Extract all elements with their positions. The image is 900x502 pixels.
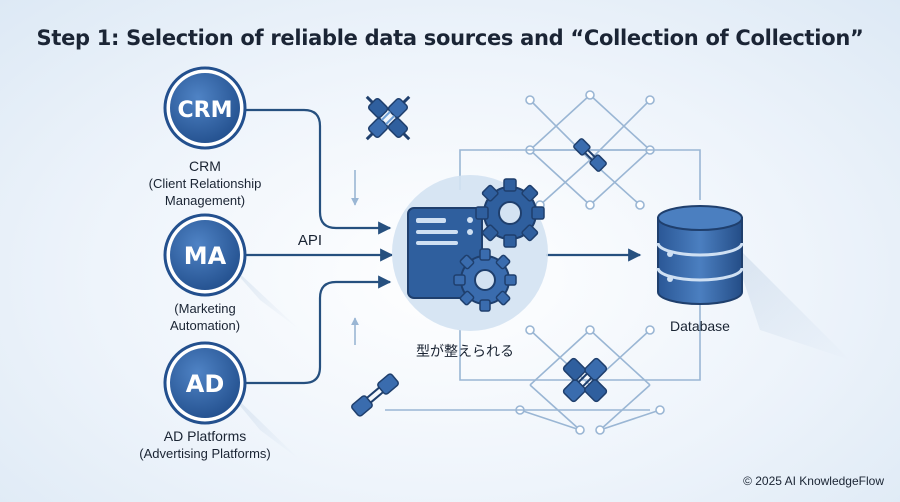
source-badge-crm: CRM (163, 66, 247, 150)
plug-icon-bottom-right (562, 357, 608, 403)
plug-icon-top-left-2 (365, 95, 411, 141)
source-label-crm-title: CRM (189, 158, 221, 174)
api-label: API (297, 232, 323, 249)
source-label-ma-sub2: Automation) (169, 318, 241, 333)
plug-icon-top-left (365, 95, 411, 141)
source-label-ad-sub1: (Advertising Platforms) (139, 446, 271, 461)
source-connectors (244, 108, 642, 385)
badge-text-ad: AD (186, 370, 225, 398)
source-label-ad-title: AD Platforms (163, 428, 247, 444)
badge-text-ma: MA (184, 242, 227, 270)
page-title: Step 1: Selection of reliable data sourc… (36, 26, 864, 50)
source-label-ma-sub1: (Marketing (174, 301, 236, 316)
gear-icon-bottom (453, 248, 517, 312)
badge-text-crm: CRM (178, 98, 233, 123)
source-label-ma: (Marketing Automation) (120, 300, 290, 334)
source-label-crm: CRM (Client Relationship Management) (120, 158, 290, 209)
plug-icon-bottom-left (351, 373, 399, 417)
source-label-crm-sub1: (Client Relationship (148, 176, 262, 191)
processor-label: 型が整えられる (416, 344, 514, 360)
plug-icon-top-right (573, 138, 607, 172)
source-label-crm-sub2: Management) (164, 193, 246, 208)
copyright-text: © 2025 AI KnowledgeFlow (743, 474, 884, 488)
source-badge-ad: AD (163, 341, 247, 425)
source-label-ad: AD Platforms (Advertising Platforms) (110, 428, 300, 462)
database-label: Database (670, 318, 730, 334)
processor-node (392, 175, 548, 331)
source-badge-ma: MA (163, 213, 247, 297)
network-mesh-bottom (515, 325, 665, 435)
gear-icon-top (475, 178, 545, 248)
drop-shadows (222, 115, 850, 460)
plug-icon-bottom-right-2 (562, 357, 608, 403)
database-icon (656, 205, 744, 305)
